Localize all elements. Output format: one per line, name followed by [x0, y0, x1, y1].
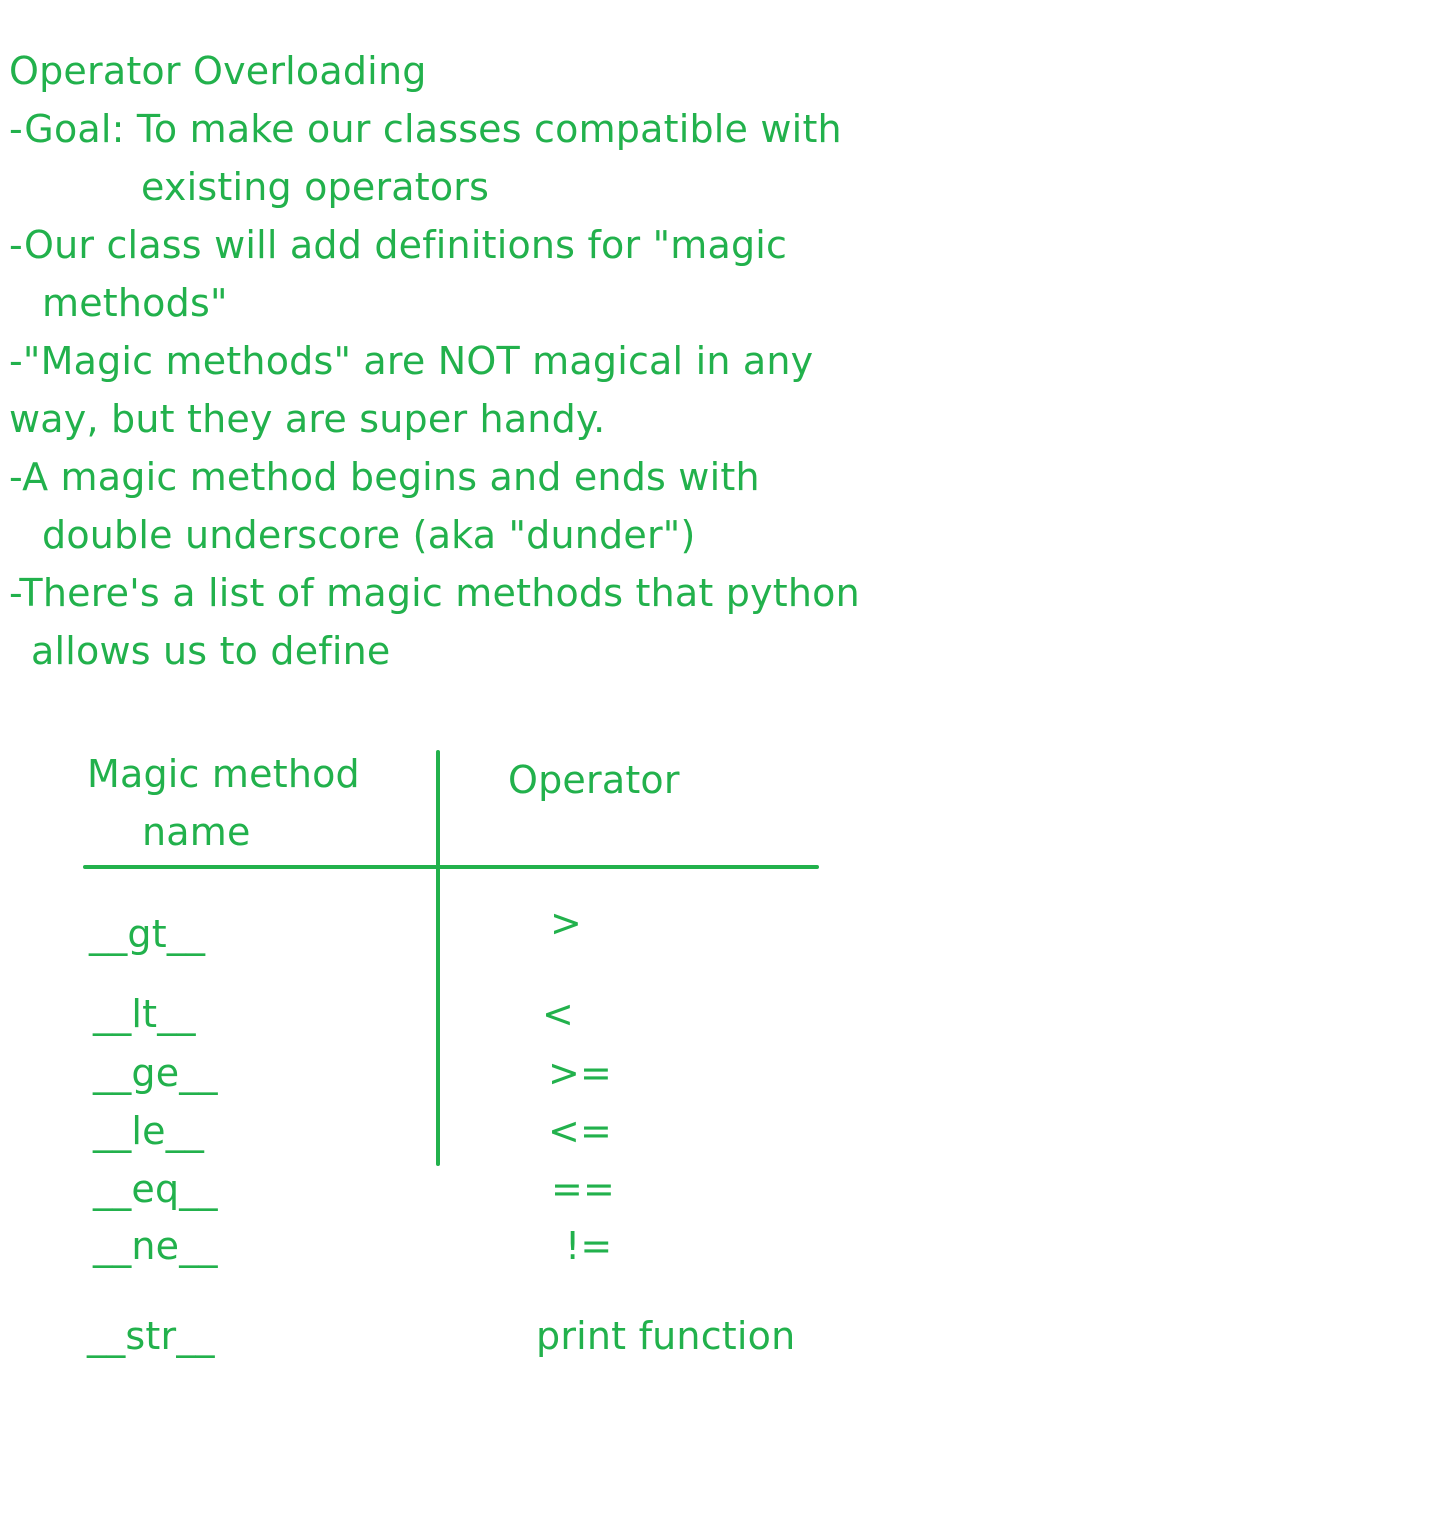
note-line: -Goal: To make our classes compatible wi…	[9, 107, 842, 151]
method-cell: __ne__	[93, 1224, 218, 1268]
note-title: Operator Overloading	[9, 49, 427, 93]
method-cell: __eq__	[93, 1167, 218, 1211]
note-line: existing operators	[141, 165, 490, 209]
operator-cell: ==	[551, 1167, 616, 1211]
table-header-divider	[83, 865, 819, 869]
operator-cell: <=	[548, 1109, 613, 1153]
note-line: way, but they are super handy.	[9, 397, 606, 441]
table-column-divider	[436, 750, 440, 1166]
note-line: -There's a list of magic methods that py…	[9, 571, 860, 615]
method-cell: __str__	[87, 1314, 215, 1358]
note-line: -Our class will add definitions for "mag…	[9, 223, 788, 267]
header-operator: Operator	[508, 758, 680, 802]
operator-cell: >=	[548, 1051, 613, 1095]
header-method-name-cont: name	[142, 810, 251, 854]
operator-cell: >	[550, 901, 583, 945]
method-cell: __lt__	[93, 992, 196, 1036]
operator-cell: print function	[536, 1314, 796, 1358]
method-cell: __le__	[93, 1109, 205, 1153]
operator-cell: !=	[565, 1224, 613, 1268]
note-line: double underscore (aka "dunder")	[42, 513, 696, 557]
header-method-name: Magic method	[87, 752, 360, 796]
operator-cell: <	[542, 992, 575, 1036]
note-line: -A magic method begins and ends with	[9, 455, 760, 499]
note-line: -"Magic methods" are NOT magical in any	[9, 339, 814, 383]
method-cell: __gt__	[89, 912, 206, 956]
note-line: methods"	[42, 281, 228, 325]
method-cell: __ge__	[93, 1051, 218, 1095]
note-line: allows us to define	[31, 629, 391, 673]
